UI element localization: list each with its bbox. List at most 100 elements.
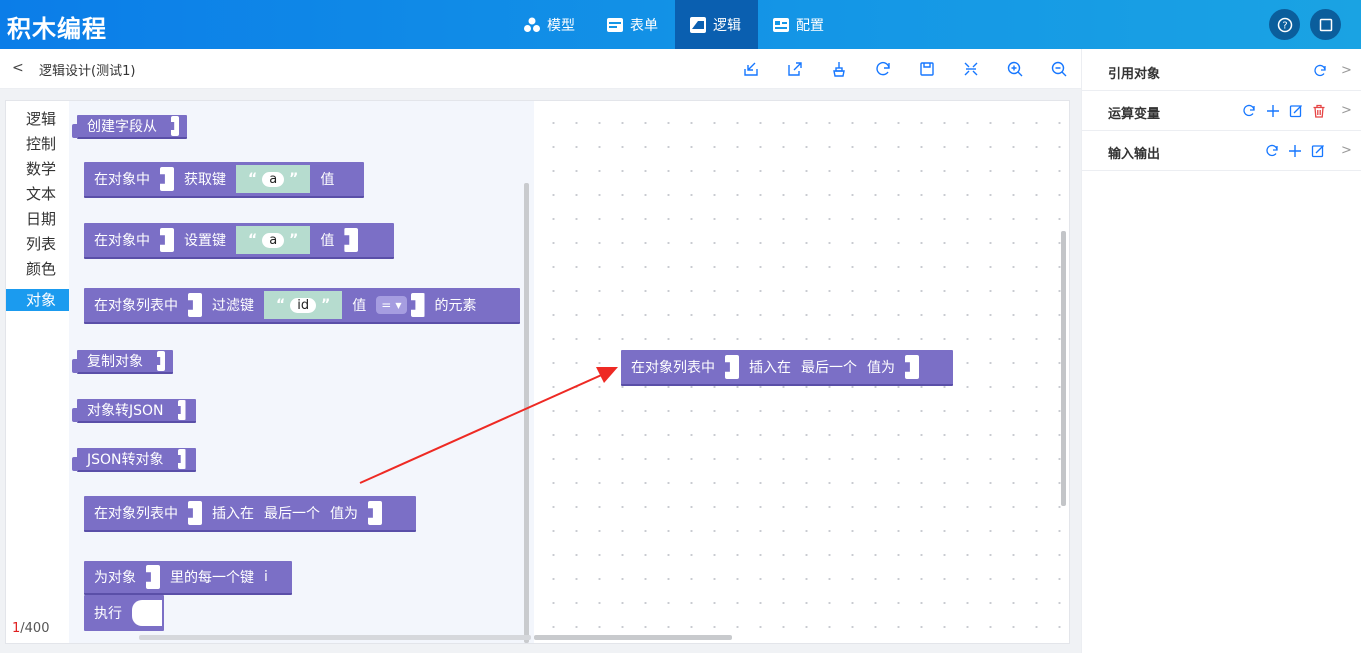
chevron-right-icon[interactable]: > [1341,63,1352,78]
nav-tab-label: 模型 [547,17,575,34]
fullscreen-button[interactable] [1310,9,1341,40]
block-input-slot[interactable] [157,351,165,371]
block-for-each-key[interactable]: 为对象 里的每一个键 i [84,561,292,595]
chevron-right-icon[interactable]: > [1341,103,1352,118]
model-icon [524,17,540,32]
edit-icon[interactable] [1311,144,1325,158]
nav-tab-config[interactable]: 配置 [758,0,841,49]
block-get-key[interactable]: 在对象中 获取键 “ a ” 值 [84,162,364,198]
zoom-out-icon[interactable] [1050,60,1068,78]
category-text[interactable]: 文本 [26,185,57,203]
block-text: 插入在 [212,506,254,522]
clean-icon[interactable] [830,60,848,78]
block-input-slot[interactable] [188,501,202,525]
block-json-to-object[interactable]: JSON转对象 [72,448,196,472]
block-input-slot[interactable] [344,228,359,252]
block-input-slot[interactable] [725,355,739,379]
block-set-key[interactable]: 在对象中 设置键 “ a ” 值 [84,223,394,259]
collapse-icon[interactable] [962,60,980,78]
edit-icon[interactable] [1289,104,1303,118]
refresh-icon[interactable] [1265,144,1279,158]
refresh-icon[interactable] [874,60,892,78]
refresh-icon[interactable] [1242,104,1256,118]
canvas-vertical-scrollbar[interactable] [1061,231,1066,506]
zoom-in-icon[interactable] [1006,60,1024,78]
block-input-slot[interactable] [410,293,425,317]
block-filter-key[interactable]: 在对象列表中 过滤键 “ id ” 值 = ▼ 的元素 [84,288,520,324]
category-date[interactable]: 日期 [26,210,57,228]
nav-tab-label: 配置 [796,17,824,34]
string-value[interactable]: a [262,232,285,248]
block-copy-object[interactable]: 复制对象 [72,350,173,374]
help-icon: ? [1277,17,1292,32]
nav-tab-label: 逻辑 [713,17,741,34]
drag-arrow-annotation [359,367,618,484]
logic-icon [690,16,706,33]
panel-row-variables[interactable]: 运算变量 > [1082,91,1361,131]
block-text: 值为 [330,506,358,522]
block-text: 插入在 [749,360,791,376]
block-variable[interactable]: i [264,569,268,585]
plus-icon[interactable] [1288,144,1302,158]
form-icon [607,17,623,32]
plus-icon[interactable] [1266,104,1280,118]
nav-tab-form[interactable]: 表单 [592,0,675,49]
panel-row-referenced-objects[interactable]: 引用对象 > [1082,51,1361,91]
canvas-horizontal-scrollbar[interactable] [534,635,732,640]
string-value[interactable]: id [290,297,317,313]
flyout-horizontal-scrollbar[interactable] [139,635,531,640]
category-control[interactable]: 控制 [26,135,57,153]
quote-close: ” [289,232,299,248]
string-block[interactable]: “ a ” [236,165,311,193]
category-color[interactable]: 颜色 [26,260,57,278]
refresh-icon[interactable] [1313,64,1327,78]
block-object-to-json[interactable]: 对象转JSON [72,399,196,423]
block-input-slot[interactable] [146,565,160,589]
flyout-vertical-scrollbar[interactable] [524,183,529,643]
string-block[interactable]: “ a ” [236,226,311,254]
block-text: 获取键 [184,172,226,188]
chevron-right-icon[interactable]: > [1341,143,1352,158]
block-text: 在对象列表中 [94,298,178,314]
string-value[interactable]: a [262,171,285,187]
fullscreen-icon [1319,18,1332,31]
block-input-slot[interactable] [177,449,186,469]
string-block[interactable]: “ id ” [264,291,343,319]
export-icon[interactable] [786,60,804,78]
block-flyout: 创建字段从 在对象中 获取键 “ a ” 值 在对象中 设置键 “ a ” [69,101,534,643]
block-text: 在对象列表中 [94,506,178,522]
block-text: 最后一个 [264,506,320,522]
block-input-slot[interactable] [188,293,202,317]
app-logo: 积木编程 [7,15,107,43]
panel-row-input-output[interactable]: 输入输出 > [1082,131,1361,171]
block-for-each-body[interactable]: 执行 [84,595,164,631]
block-text: 里的每一个键 [170,570,254,586]
block-insert-list[interactable]: 在对象列表中 插入在 最后一个 值为 [84,496,416,532]
back-button[interactable]: < [12,60,24,76]
block-text: 值 [320,233,335,249]
category-object[interactable]: 对象 [6,289,69,311]
help-button[interactable]: ? [1269,9,1300,40]
block-count-current: 1 [12,621,21,636]
block-input-slot[interactable] [171,116,179,136]
category-list[interactable]: 列表 [26,235,57,253]
statement-slot[interactable] [132,600,162,626]
block-input-slot[interactable] [160,167,174,191]
nav-tab-logic[interactable]: 逻辑 [675,0,758,49]
operator-value: = [381,298,392,312]
block-input-slot[interactable] [177,400,186,420]
category-math[interactable]: 数学 [26,160,57,178]
delete-icon[interactable] [1312,104,1326,118]
save-icon[interactable] [918,60,936,78]
block-create-field[interactable]: 创建字段从 [72,115,187,139]
block-input-slot[interactable] [905,355,919,379]
block-input-slot[interactable] [160,228,174,252]
nav-tab-model[interactable]: 模型 [509,0,592,49]
canvas-block-insert-list[interactable]: 在对象列表中 插入在 最后一个 值为 [621,350,953,386]
block-text: 在对象列表中 [631,360,715,376]
category-logic[interactable]: 逻辑 [26,110,57,128]
blockly-workspace[interactable]: 逻辑 控制 数学 文本 日期 列表 颜色 对象 创建字段从 在对象中 获取键 “… [5,100,1070,644]
import-icon[interactable] [742,60,760,78]
operator-dropdown[interactable]: = ▼ [376,296,407,314]
block-input-slot[interactable] [368,501,382,525]
